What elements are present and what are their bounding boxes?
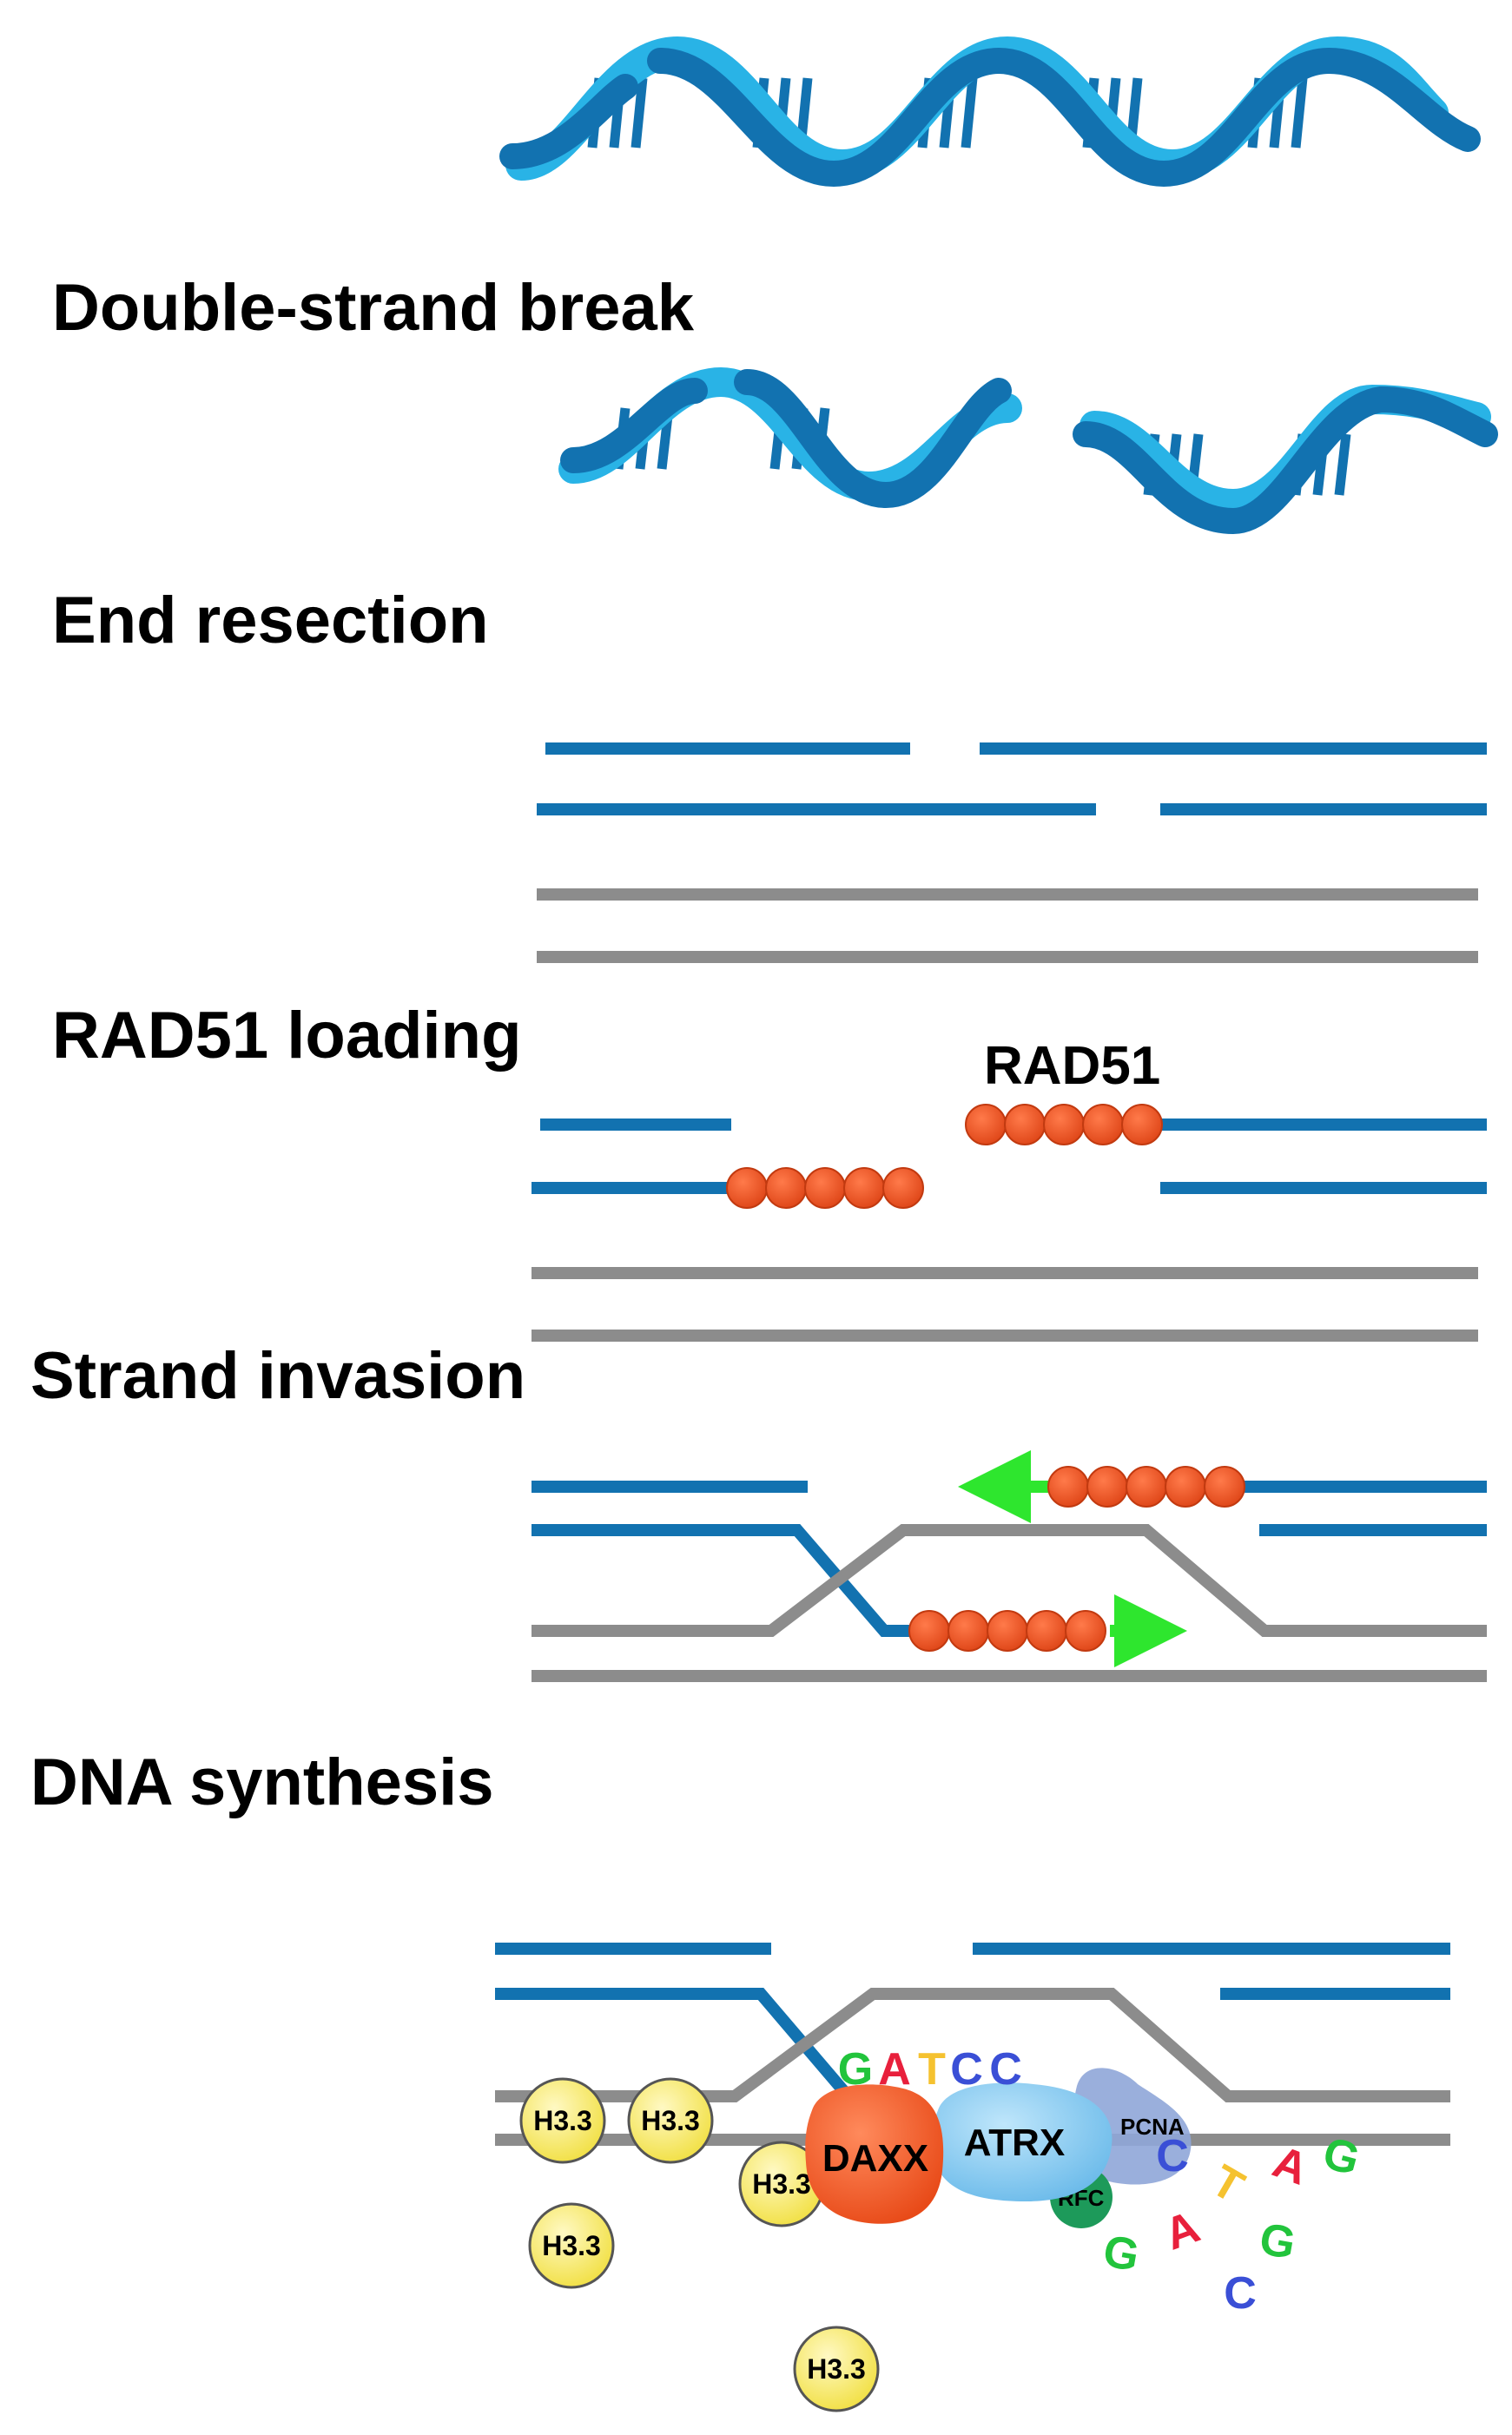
helix-rung [1334, 433, 1351, 496]
rad51-monomer [1082, 1104, 1124, 1145]
daxx-label: DAXX [822, 2137, 928, 2180]
rad51-monomer [987, 1610, 1028, 1652]
rad51-monomer [908, 1610, 950, 1652]
h33-label: H3.3 [533, 2105, 592, 2136]
daxx-protein: DAXX [805, 2084, 944, 2224]
h33-histone: H3.3 [627, 2077, 714, 2164]
intact-dna-helix [499, 36, 1481, 188]
step-title-rad51-loading: RAD51 loading [52, 999, 522, 1072]
rad51-filament [1047, 1466, 1245, 1508]
rad51-monomer [1065, 1610, 1106, 1652]
rad51-monomer [804, 1167, 846, 1209]
rad51-monomer [843, 1167, 885, 1209]
helix-rung [1291, 77, 1308, 148]
invading-strand [532, 1524, 921, 1637]
broken-dna-right [1073, 384, 1498, 535]
rad51-monomer [1026, 1610, 1067, 1652]
nucleotide-T: T [1203, 2155, 1252, 2213]
rad51-monomer [765, 1167, 807, 1209]
displaced-homolog [532, 1524, 1487, 1637]
h33-histones: H3.3 H3.3 H3.3 H3.3 H3.3 [519, 2077, 880, 2412]
nucleotide-T: T [918, 2044, 946, 2095]
step-title-strand-invasion: Strand invasion [30, 1339, 525, 1413]
rad51-monomer [1121, 1104, 1163, 1145]
atrx-label: ATRX [964, 2122, 1066, 2164]
strand-invasion-strands [532, 1450, 1487, 1682]
rad51-monomer [1086, 1466, 1128, 1508]
rad51-label: RAD51 [984, 1036, 1160, 1096]
rad51-monomer [882, 1167, 924, 1209]
rad51-filament [965, 1104, 1163, 1145]
rad51-loading-strands [532, 1119, 1487, 1342]
h33-histone: H3.3 [528, 2202, 615, 2289]
nucleotide-C: C [1224, 2268, 1257, 2319]
atrx-protein: ATRX [932, 2082, 1113, 2201]
h33-label: H3.3 [641, 2105, 700, 2136]
resected-strands [537, 742, 1487, 963]
step-title-double-strand-break: Double-strand break [52, 271, 695, 345]
rad51-monomer [1004, 1104, 1046, 1145]
nucleotide-G: G [1099, 2226, 1143, 2281]
h33-label: H3.3 [807, 2353, 866, 2385]
broken-dna-left [558, 366, 1022, 509]
rad51-monomer [965, 1104, 1007, 1145]
step-title-end-resection: End resection [52, 584, 489, 657]
rad51-monomer [1165, 1466, 1206, 1508]
rad51-monomer [726, 1167, 768, 1209]
nucleotide-G: G [1256, 2214, 1299, 2269]
rad51-monomer [1043, 1104, 1085, 1145]
helix-rung [961, 77, 978, 148]
h33-label: H3.3 [542, 2230, 601, 2261]
helix-rung [631, 77, 648, 148]
nucleotide-C: C [989, 2044, 1022, 2095]
pcna-label: PCNA [1120, 2114, 1185, 2140]
nucleotide-G: G [838, 2044, 873, 2095]
h33-histone: H3.3 [738, 2141, 825, 2227]
rad51-monomer [1126, 1466, 1167, 1508]
rad51-monomer [1047, 1466, 1089, 1508]
nucleotide-C: C [950, 2044, 983, 2095]
h33-histone: H3.3 [519, 2077, 606, 2164]
rad51-monomer [1204, 1466, 1245, 1508]
rad51-monomer [947, 1610, 989, 1652]
step-title-dna-synthesis: DNA synthesis [30, 1745, 494, 1819]
h33-histone: H3.3 [793, 2326, 880, 2412]
nucleotide-C: C [1156, 2131, 1189, 2181]
nucleotide-A: A [878, 2044, 911, 2095]
helix-strand-dark-b [499, 47, 1481, 188]
rad51-filament [726, 1167, 924, 1209]
nucleotide-A: A [1159, 2201, 1206, 2260]
h33-label: H3.3 [752, 2168, 811, 2200]
rad51-filament [908, 1610, 1106, 1652]
